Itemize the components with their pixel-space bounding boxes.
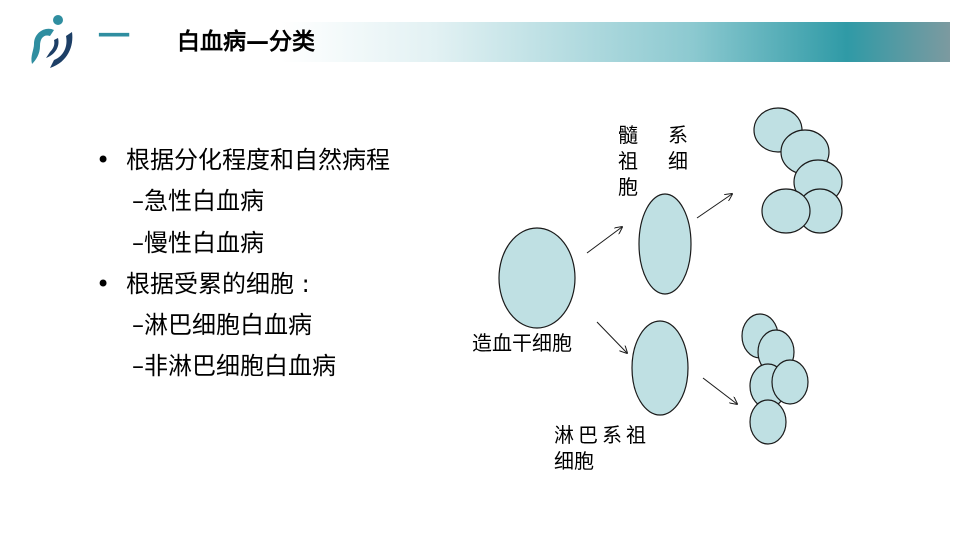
list-item: • 根据分化程度和自然病程 (96, 140, 390, 181)
myeloid-label-col2: 系细 (668, 123, 688, 173)
cell-diagram: 造血干细胞 髓祖胞 系细 淋巴系祖 细胞 (460, 96, 860, 496)
myeloid-cell-cluster (753, 107, 843, 234)
bullet-icon: • (96, 269, 111, 298)
list-item-text: –慢性白血病 (132, 228, 264, 257)
bullet-icon: • (96, 146, 111, 174)
arrow (596, 321, 627, 353)
arrow (586, 227, 622, 254)
lymphoid-progenitor-cell (631, 320, 689, 416)
arrow (696, 194, 732, 219)
list-item: –淋巴细胞白血病 (96, 305, 390, 346)
myeloid-progenitor-cell (638, 193, 692, 295)
page-title: 白血病—分类 (177, 29, 315, 55)
myeloid-cell (761, 188, 811, 234)
title-bar (92, 22, 950, 62)
cell-diagram-graphic (498, 107, 843, 445)
stem-cell-label: 造血干细胞 (472, 331, 572, 355)
list-item: • 根据受累的细胞 : (96, 264, 390, 305)
list-item-text: –淋巴细胞白血病 (132, 311, 312, 340)
bullet-list: • 根据分化程度和自然病程 –急性白血病 –慢性白血病 • 根据受累的细胞 : –淋… (96, 140, 390, 388)
list-item-text: 根据受累的细胞 : (126, 269, 310, 298)
list-item: –慢性白血病 (96, 223, 390, 264)
lymphoid-cell (771, 359, 809, 405)
arrow (702, 377, 737, 404)
list-item: –急性白血病 (96, 181, 390, 222)
lymphoid-cell (749, 399, 787, 445)
list-item-text: –非淋巴细胞白血病 (132, 352, 336, 381)
myeloid-label-col1: 髓祖胞 (618, 123, 638, 199)
lymphoid-label-line2: 细胞 (554, 449, 594, 473)
stem-cell (498, 227, 576, 329)
lymphoid-label-line1: 淋巴系祖 (554, 423, 650, 447)
title-dash: 一 (98, 17, 131, 55)
list-item-text: –急性白血病 (132, 187, 264, 216)
list-item-text: 根据分化程度和自然病程 (126, 146, 390, 174)
list-item: –非淋巴细胞白血病 (96, 346, 390, 387)
logo-icon (31, 15, 73, 68)
lymphoid-cell-cluster (741, 313, 809, 445)
